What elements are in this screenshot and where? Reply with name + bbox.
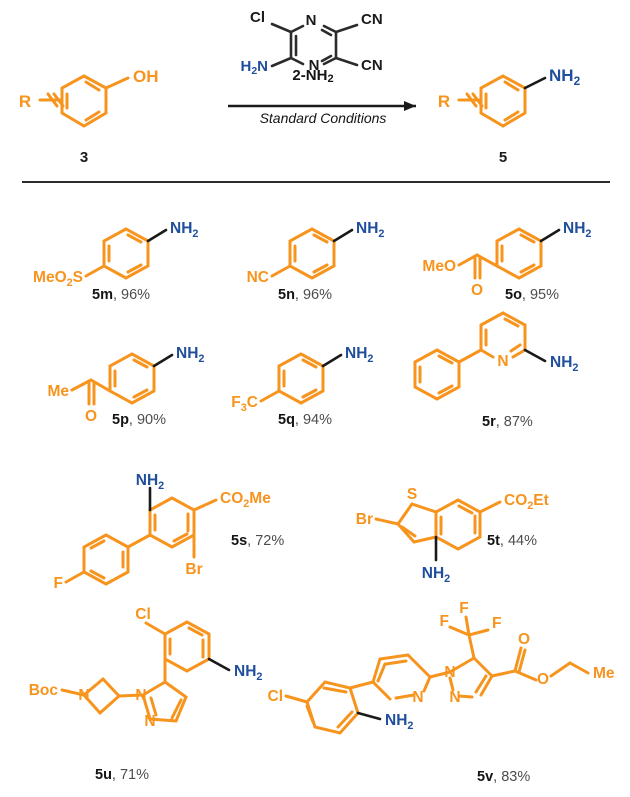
label-5u-cl: Cl — [135, 606, 151, 623]
label-5r-nh2: NH2 — [550, 354, 578, 374]
compound-label-5v: 5v, 83% — [477, 769, 531, 785]
label-5q-nh2: NH2 — [345, 345, 373, 365]
reagent-cl-label: Cl — [250, 9, 265, 26]
compound-label-5p: 5p, 90% — [112, 412, 167, 428]
label-5o-nh2: NH2 — [563, 220, 591, 240]
label-5v-cl: Cl — [268, 688, 284, 705]
compound-label-5r: 5r, 87% — [482, 414, 533, 430]
label-5v-f-right: F — [492, 615, 501, 632]
structure-5r — [413, 311, 547, 401]
label-5o-carbonyl-o: O — [471, 282, 483, 299]
label-5v-pyrazole-n2: N — [449, 689, 460, 706]
compound-label-5q: 5q, 94% — [278, 412, 333, 428]
label-5n-nh2: NH2 — [356, 220, 384, 240]
substrate-oh-label: OH — [133, 67, 159, 86]
reagent-cn-bottom-label: CN — [361, 57, 383, 74]
label-5t-co2et: CO2Et — [504, 492, 549, 512]
label-5p-me: Me — [47, 383, 69, 400]
reaction-conditions: Standard Conditions — [259, 110, 387, 126]
label-5v-pyrazole-n1: N — [444, 664, 455, 681]
label-5u-azetidine-n: N — [78, 687, 89, 704]
substrate-r-label: R — [19, 92, 31, 111]
reagent-name: 2-NH2 — [292, 67, 334, 85]
substrate-number: 3 — [80, 149, 88, 166]
label-5s-f: F — [54, 575, 63, 592]
compound-label-5m: 5m, 96% — [92, 287, 151, 303]
reagent-nh2-label: H2N — [240, 58, 268, 77]
compound-label-5t: 5t, 44% — [487, 533, 537, 549]
label-5v-carbonyl-o: O — [518, 631, 530, 648]
substrate-structure-3 — [38, 74, 130, 128]
reagent-structure-2nh2 — [270, 22, 359, 68]
reagent-cn-top-label: CN — [361, 11, 383, 28]
structure-5t — [374, 498, 502, 562]
label-5p-nh2: NH2 — [176, 345, 204, 365]
label-5t-nh2: NH2 — [422, 565, 450, 585]
product-grid-svg: MeO2S NH2 NC NH2 MeO O NH2 — [29, 220, 615, 735]
label-5u-boc: Boc — [29, 682, 59, 699]
reaction-arrow — [228, 101, 416, 111]
label-5v-f-left: F — [440, 613, 449, 630]
reaction-row-svg: R OH 3 Cl N N CN CN H2N — [19, 9, 581, 166]
compound-label-5u: 5u, 71% — [95, 767, 150, 783]
label-5s-co2me: CO2Me — [220, 490, 271, 510]
label-5m-meo2s: MeO2S — [33, 269, 83, 289]
product-r-label: R — [438, 92, 450, 111]
label-5v-ester-o: O — [537, 671, 549, 688]
label-5v-f-top: F — [459, 600, 468, 617]
product-number: 5 — [499, 149, 507, 166]
label-5v-pyridine-n: N — [412, 689, 423, 706]
structure-5u — [60, 620, 231, 723]
label-5r-pyridine-n: N — [497, 353, 508, 370]
label-5u-pyrazole-n2: N — [144, 713, 155, 730]
label-5m-nh2: NH2 — [170, 220, 198, 240]
structure-5s — [64, 486, 218, 586]
structure-5p — [70, 352, 156, 406]
label-5p-carbonyl-o: O — [85, 408, 97, 425]
label-5o-meo: MeO — [422, 258, 456, 275]
structure-5n — [270, 227, 336, 280]
label-5q-cf3: F3C — [231, 394, 258, 414]
structure-5m — [84, 227, 150, 280]
compound-label-5o: 5o, 95% — [505, 287, 560, 303]
label-5t-br: Br — [356, 511, 373, 528]
label-5n-nc: NC — [247, 269, 269, 286]
product-structure-5 — [457, 74, 527, 128]
label-5u-nh2: NH2 — [234, 663, 262, 683]
reagent-n-top-label: N — [306, 12, 317, 29]
label-5t-s: S — [407, 486, 417, 503]
reagent-n-bottom-label: N — [309, 57, 320, 74]
structure-5q — [259, 352, 325, 405]
structure-5v — [284, 615, 590, 735]
label-5v-nh2: NH2 — [385, 712, 413, 732]
label-5v-me: Me — [593, 665, 615, 682]
section-divider — [22, 181, 610, 183]
product-nh2-label: NH2 — [549, 66, 581, 88]
structure-5o — [457, 227, 543, 280]
label-5s-br: Br — [185, 561, 202, 578]
compound-label-5s: 5s, 72% — [231, 533, 285, 549]
label-5u-pyrazole-n1: N — [135, 687, 146, 704]
compound-label-5n: 5n, 96% — [278, 287, 333, 303]
label-5s-nh2: NH2 — [136, 472, 164, 492]
